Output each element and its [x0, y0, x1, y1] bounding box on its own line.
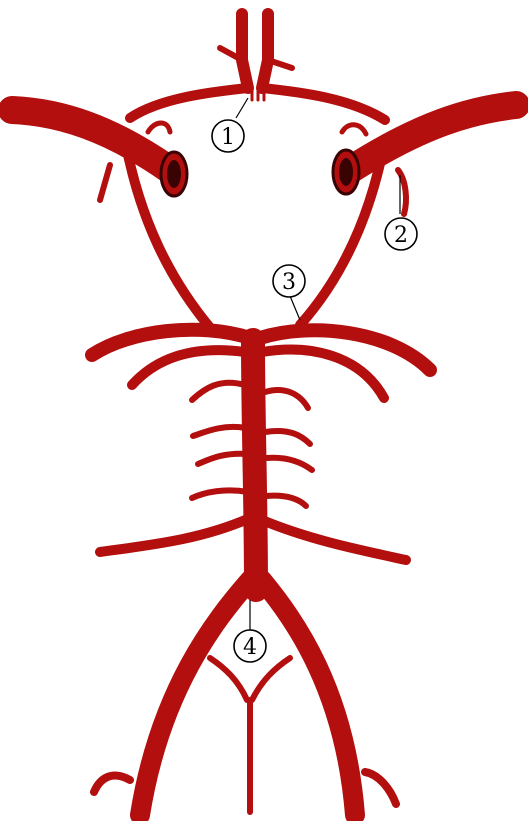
right-mca-hook: [342, 125, 366, 134]
callout-2: 2: [385, 218, 417, 250]
left-a1-segment: [130, 88, 248, 118]
internal-carotid-cut-ends: [161, 150, 359, 196]
callout-4: 4: [234, 630, 266, 662]
left-vertebral-artery: [140, 580, 250, 815]
right-pica: [365, 772, 396, 804]
callout-3-label: 3: [282, 270, 296, 295]
left-anterior-cerebral-artery: [242, 14, 248, 88]
callout-1-label: 1: [221, 125, 235, 150]
right-anterior-cerebral-artery: [262, 14, 268, 88]
right-vertebral-artery: [262, 580, 355, 815]
basilar-artery: [253, 340, 256, 590]
right-a1-segment: [262, 88, 385, 120]
pontine-branch-right-3: [266, 458, 312, 470]
callout-2-label: 2: [394, 223, 408, 248]
artery-network: [12, 14, 516, 815]
left-mca-hook: [148, 123, 170, 132]
right-spinal-root: [252, 658, 290, 700]
left-middle-cerebral-artery: [12, 110, 170, 170]
callout-4-label: 4: [243, 635, 257, 660]
pontine-branch-left-3: [198, 454, 248, 464]
pontine-branch-left-1: [192, 383, 245, 400]
left-mca-branch-small: [100, 165, 110, 200]
callout-3: 3: [273, 265, 305, 297]
pontine-branch-right-1: [265, 390, 308, 408]
pontine-branch-left-4: [192, 490, 248, 498]
callout-1: 1: [212, 120, 244, 152]
pontine-branch-right-2: [265, 431, 310, 444]
left-pica: [94, 776, 130, 792]
left-spinal-root: [210, 658, 247, 700]
right-anterior-choroidal-artery: [398, 170, 406, 214]
right-anterior-inferior-cerebellar-artery: [262, 520, 406, 560]
pontine-branch-right-4: [266, 496, 306, 506]
pontine-branch-left-2: [193, 427, 246, 436]
left-anterior-inferior-cerebellar-artery: [100, 518, 250, 552]
